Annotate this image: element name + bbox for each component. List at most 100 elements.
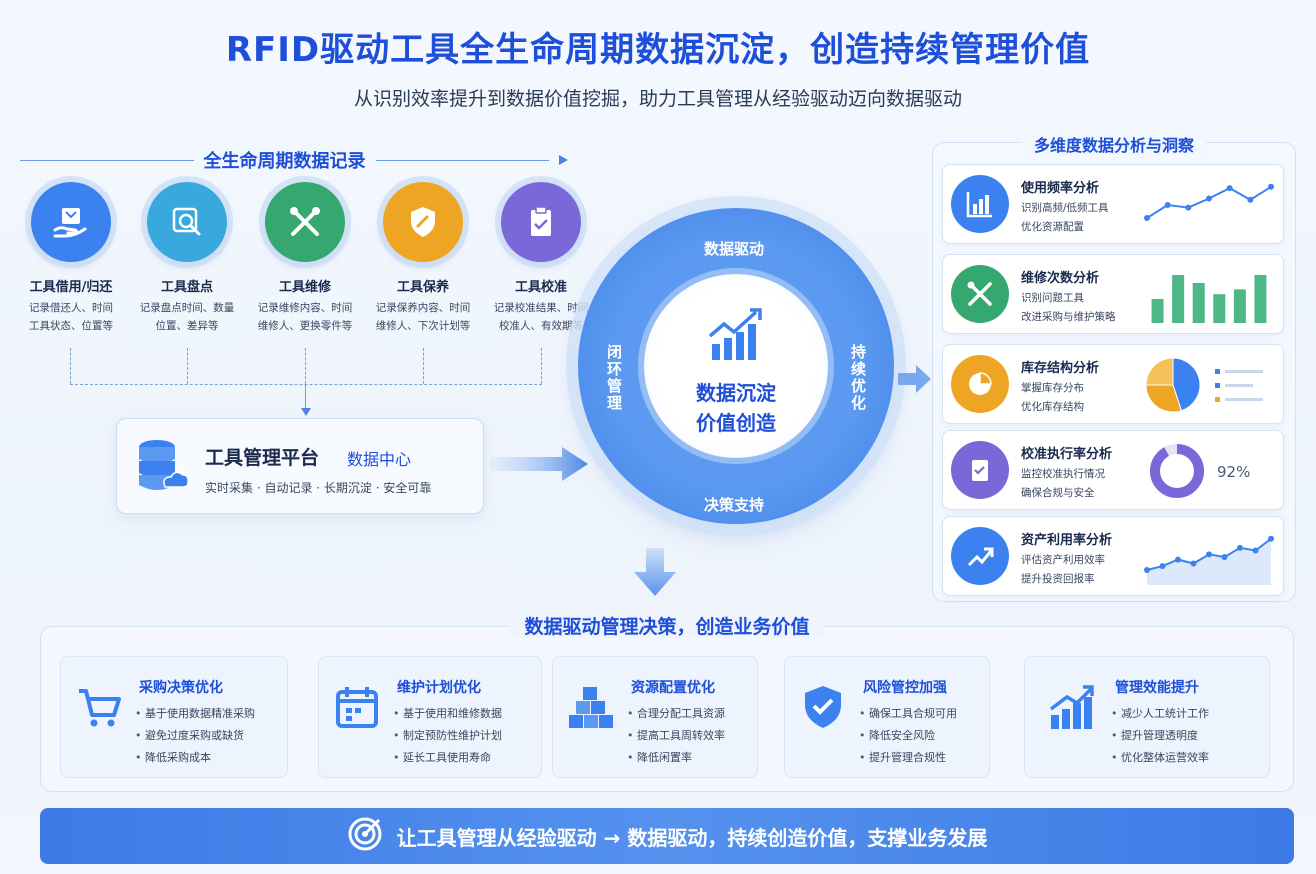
card-title: 管理效能提升 [1115,680,1199,696]
header-line-left [20,159,194,161]
repair-bar-chart [1151,275,1267,323]
bar [1192,283,1205,323]
bar [1233,289,1246,323]
cubes-icon [567,683,615,731]
analysis-card-utilization: 资产利用率分析 评估资产利用效率提升投资回报率 [942,516,1284,596]
donut-value-label: 92% [1217,463,1250,481]
legend-swatch [1215,397,1220,402]
value-card-risk: 风险管控加强 确保工具合规可用降低安全风险提升管理合规性 [784,656,990,778]
data-point [1185,204,1192,211]
pie-chart-icon [951,355,1009,413]
stage-name: 工具维修 [278,280,331,295]
header-line-right [375,159,549,161]
magnifier-icon [147,182,227,262]
wrench-screwdriver-icon [265,182,345,262]
platform-subtitle: 数据中心 [347,450,412,469]
pie-slice [1145,357,1174,386]
ring-label-bottom: 决策支持 [704,496,765,514]
stage-desc: 记录校准结果、时间校准人、有效期等 [493,302,589,332]
arrowhead-icon [559,155,568,165]
page-subtitle: 从识别效率提升到数据价值挖掘，助力工具管理从经验驱动迈向数据驱动 [353,88,962,110]
center-text: 数据沉淀价值创造 [696,381,776,435]
bottom-banner: 让工具管理从经验驱动 → 数据驱动，持续创造价值，支撑业务发展 [40,808,1294,864]
pie-slice [1172,357,1201,412]
database-cloud-icon [135,437,189,495]
calendar-icon [333,683,381,731]
data-point [1226,185,1233,192]
utilization-area-chart [1144,535,1274,585]
data-point [1144,567,1150,573]
value-card-efficiency: 管理效能提升 减少人工统计工作提升管理透明度优化整体运营效率 [1024,656,1270,778]
analysis-card-repair: 维修次数分析 识别问题工具改进采购与维护策略 [942,254,1284,334]
bar [1172,275,1185,323]
stage-desc: 记录维修内容、时间维修人、更换零件等 [257,302,353,332]
stage-desc: 记录保养内容、时间维修人、下次计划等 [375,302,471,332]
lifecycle-title: 全生命周期数据记录 [203,151,366,172]
card-desc: 识别高频/低频工具优化资源配置 [1021,202,1109,233]
card-list: 基于使用和维修数据制定预防性维护计划延长工具使用寿命 [393,703,502,769]
stage-calibration: 工具校准 记录校准结果、时间校准人、有效期等 [482,182,600,335]
arrowhead-icon [301,408,311,416]
data-point [1252,547,1259,554]
arrow-right-icon [898,364,932,394]
cart-icon [75,683,123,731]
data-point [1175,556,1181,563]
pie-slice [1145,384,1182,413]
connector-line [187,348,188,384]
data-point [1144,215,1150,221]
card-title: 维修次数分析 [1021,271,1100,286]
stage-borrow-return: 工具借用/归还 记录借还人、时间工具状态、位置等 [12,182,130,335]
card-desc: 掌握库存分布优化库存结构 [1021,382,1084,413]
target-icon [347,816,383,856]
stage-name: 工具校准 [514,280,567,295]
card-list: 确保工具合规可用降低安全风险提升管理合规性 [859,703,957,769]
value-title: 数据驱动管理决策，创造业务价值 [40,612,1294,639]
area-fill [1147,538,1271,585]
donut-arc [1150,444,1204,498]
card-title: 风险管控加强 [863,680,947,696]
connector-line [305,384,306,412]
card-desc: 监控校准执行情况确保合规与安全 [1021,468,1105,499]
stage-name: 工具盘点 [160,280,213,295]
platform-desc: 实时采集 · 自动记录 · 长期沉淀 · 安全可靠 [205,481,432,495]
stage-inventory: 工具盘点 记录盘点时间、数量位置、差异等 [128,182,246,335]
card-list: 基于使用数据精准采购避免过度采购或缺货降低采购成本 [135,703,255,769]
connector-line [541,348,542,384]
card-title: 校准执行率分析 [1021,447,1113,462]
card-title: 维护计划优化 [397,680,481,696]
card-list: 减少人工统计工作提升管理透明度优化整体运营效率 [1111,703,1209,769]
card-title: 资产利用率分析 [1021,533,1113,548]
card-desc: 识别问题工具改进采购与维护策略 [1021,292,1116,323]
clipboard-icon [951,441,1009,499]
value-card-maintenance: 维护计划优化 基于使用和维修数据制定预防性维护计划延长工具使用寿命 [318,656,542,778]
data-point [1247,196,1254,203]
usage-line-chart [1144,183,1274,221]
stage-desc: 记录盘点时间、数量位置、差异等 [139,302,235,332]
ring-label-right: 持续优化 [849,344,867,412]
data-point [1206,195,1212,202]
connector-line [305,348,306,384]
card-title: 资源配置优化 [631,680,715,696]
legend-line [1225,370,1263,373]
connector-line [70,384,542,385]
stage-name: 工具借用/归还 [29,280,113,295]
ring-label-left: 闭环管理 [605,344,623,412]
platform-box: 工具管理平台 数据中心 实时采集 · 自动记录 · 长期沉淀 · 安全可靠 [116,418,484,514]
lifecycle-header: 全生命周期数据记录 [20,148,568,172]
data-point [1206,551,1212,558]
card-list: 合理分配工具资源提高工具周转效率降低闲置率 [627,703,725,769]
page-title: RFID驱动工具全生命周期数据沉淀，创造持续管理价值 [225,30,1091,70]
card-desc: 评估资产利用效率提升投资回报率 [1021,554,1105,585]
card-title: 使用频率分析 [1021,181,1100,196]
data-point [1159,563,1166,570]
calibration-donut-chart: 92% [1150,444,1250,498]
legend-line [1225,384,1253,387]
value-card-procurement: 采购决策优化 基于使用数据精准采购避免过度采购或缺货降低采购成本 [60,656,288,778]
data-point [1190,560,1197,567]
platform-title: 工具管理平台 [205,447,320,469]
card-title: 采购决策优化 [139,680,223,696]
data-point [1237,544,1243,551]
series-line [1146,185,1272,219]
analysis-title: 多维度数据分析与洞察 [932,132,1296,156]
ring-label-top: 数据驱动 [704,240,765,258]
